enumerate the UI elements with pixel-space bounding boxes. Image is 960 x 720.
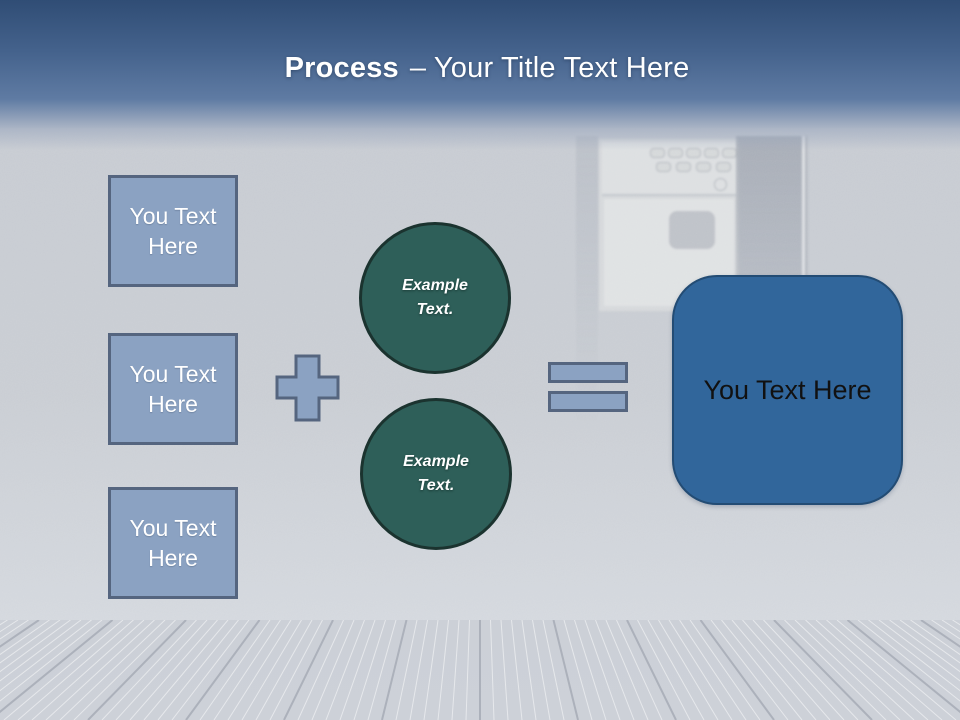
plus-icon	[274, 353, 341, 428]
result-box: You Text Here	[672, 275, 903, 505]
input-box-2: You Text Here	[108, 333, 238, 445]
result-box-label: You Text Here	[703, 374, 872, 405]
title-subtitle: – Your Title Text Here	[409, 52, 690, 84]
page-title: Process – Your Title Text Here	[7, 52, 960, 85]
example-circle-2-label: Example Text.	[403, 453, 469, 494]
input-box-3: You Text Here	[108, 487, 238, 599]
equals-icon	[548, 362, 628, 412]
input-box-1-label: You Text Here	[129, 202, 217, 259]
input-box-2-label: You Text Here	[129, 360, 217, 417]
example-circle-2: Example Text.	[360, 398, 512, 550]
example-circle-1: Example Text.	[359, 222, 511, 374]
title-emphasis: Process	[284, 52, 399, 84]
example-circle-1-label: Example Text.	[402, 277, 468, 318]
equals-bar-top	[548, 362, 628, 383]
equals-bar-bottom	[548, 391, 628, 412]
input-box-1: You Text Here	[108, 175, 238, 287]
input-box-3-label: You Text Here	[129, 514, 217, 571]
